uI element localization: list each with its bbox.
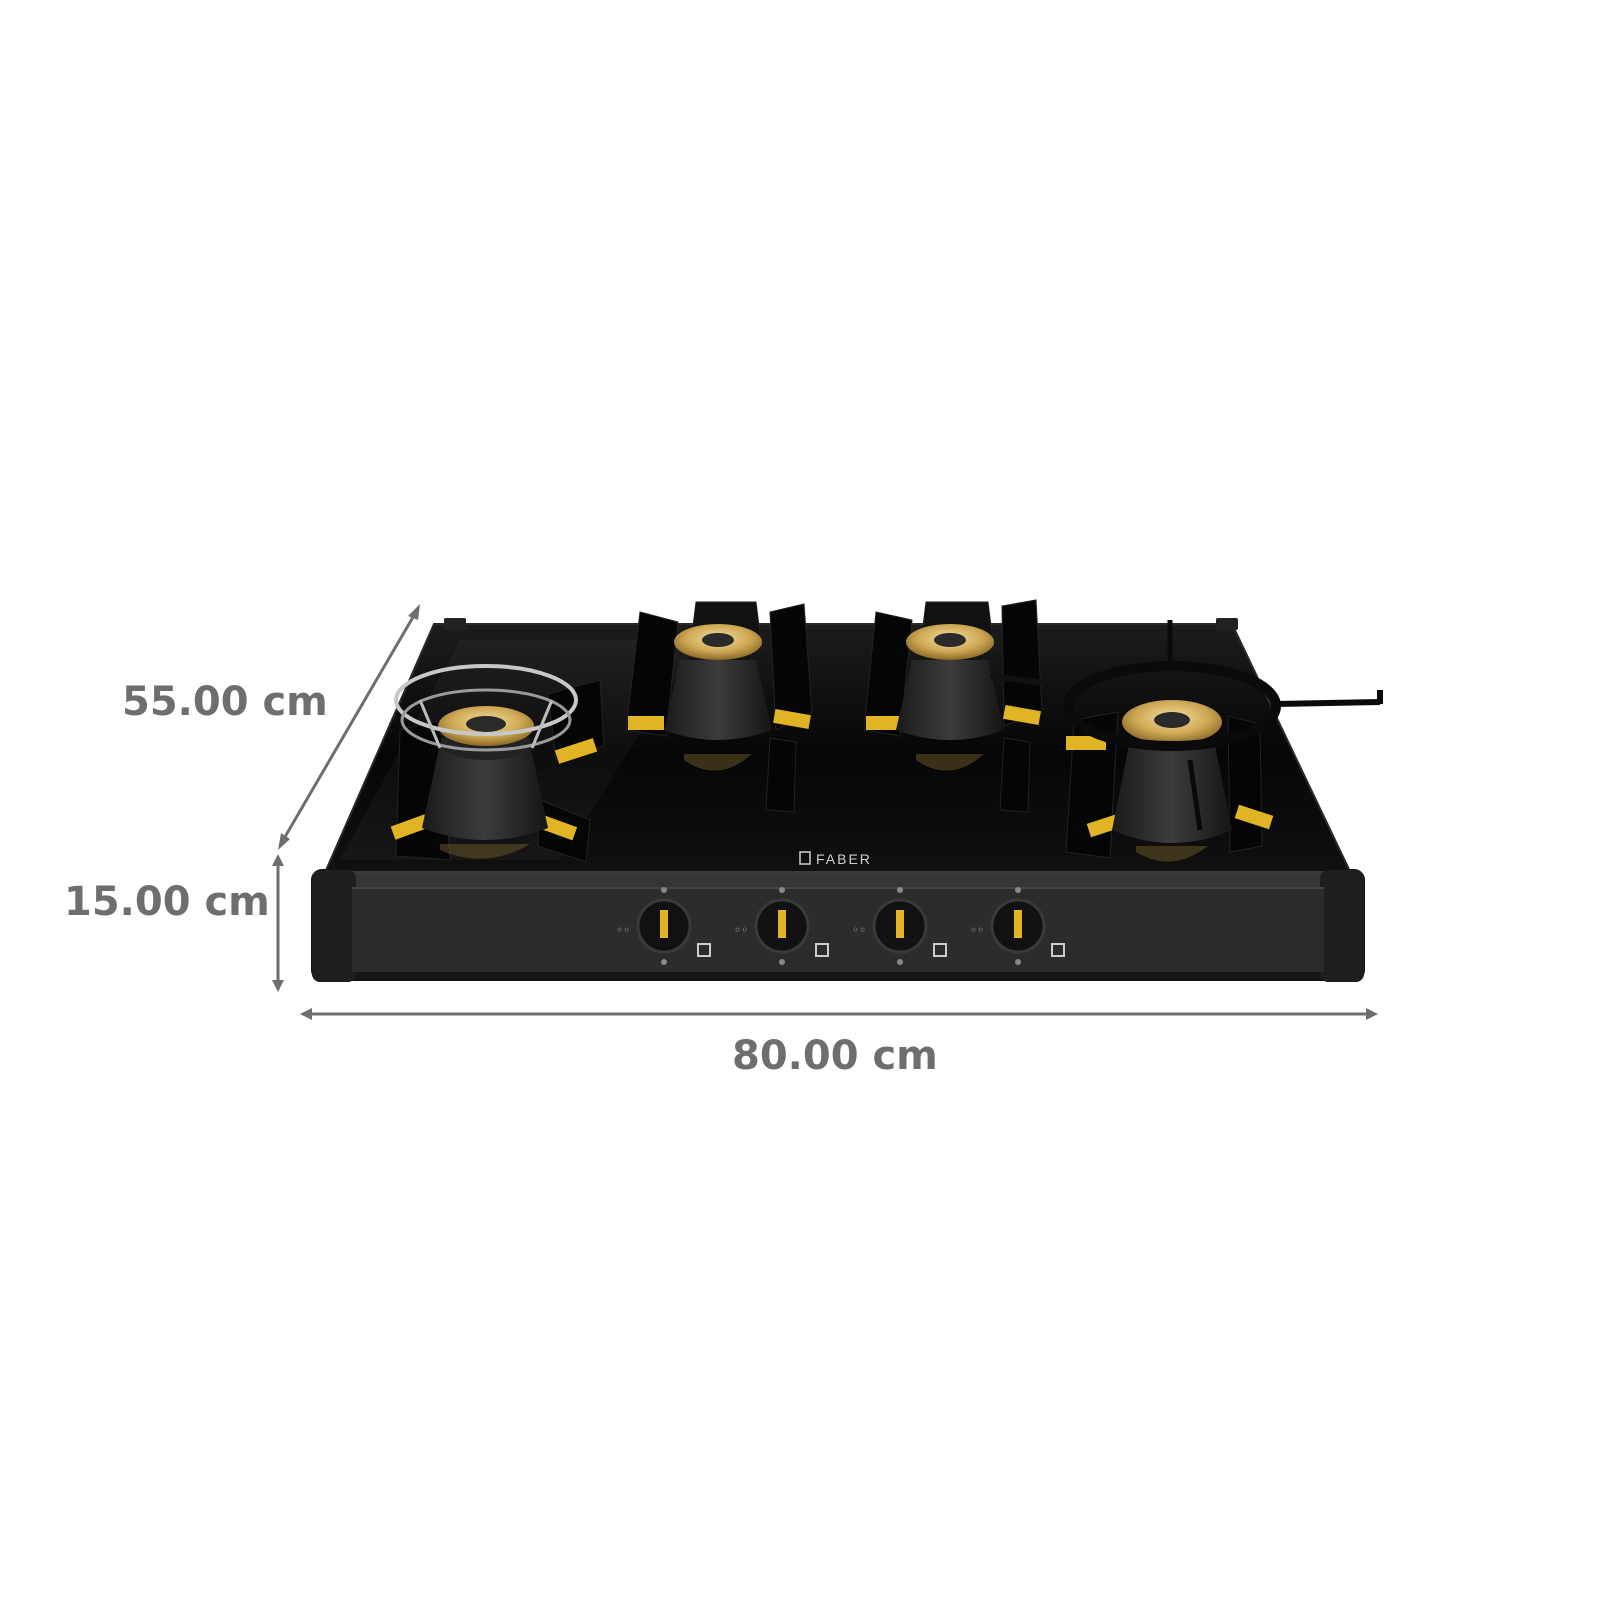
width-arrow-right [1366, 1008, 1378, 1020]
height-dimension-label: 15.00 cm [64, 879, 270, 925]
burner-back-left [625, 601, 813, 813]
control-knobs: ◦◦ ◦◦ ◦◦ [616, 887, 1065, 965]
burner-front-left [390, 664, 605, 863]
brand-name: FABER [816, 851, 872, 867]
svg-text:◦◦: ◦◦ [616, 923, 630, 937]
depth-dimension-label: 55.00 cm [122, 679, 328, 725]
width-dimension-label: 80.00 cm [732, 1033, 938, 1079]
svg-text:◦◦: ◦◦ [734, 923, 748, 937]
height-arrow-bottom [272, 980, 284, 992]
knob-4[interactable]: ◦◦ [970, 887, 1065, 965]
depth-arrow-bottom [278, 833, 290, 850]
svg-text:◦◦: ◦◦ [852, 923, 866, 937]
svg-text:◦◦: ◦◦ [970, 923, 984, 937]
burner-front-right [1063, 620, 1383, 862]
height-arrow-top [272, 854, 284, 866]
burner-back-right [863, 599, 1101, 813]
depth-dimension-line [280, 611, 418, 843]
knob-3[interactable]: ◦◦ [852, 887, 947, 965]
brand-logo: FABER [799, 851, 872, 867]
knob-1[interactable]: ◦◦ [616, 887, 711, 965]
knob-2[interactable]: ◦◦ [734, 887, 829, 965]
dimension-lines [272, 604, 1378, 1020]
width-arrow-left [300, 1008, 312, 1020]
depth-arrow-top [408, 604, 420, 620]
front-frame [311, 869, 1365, 982]
